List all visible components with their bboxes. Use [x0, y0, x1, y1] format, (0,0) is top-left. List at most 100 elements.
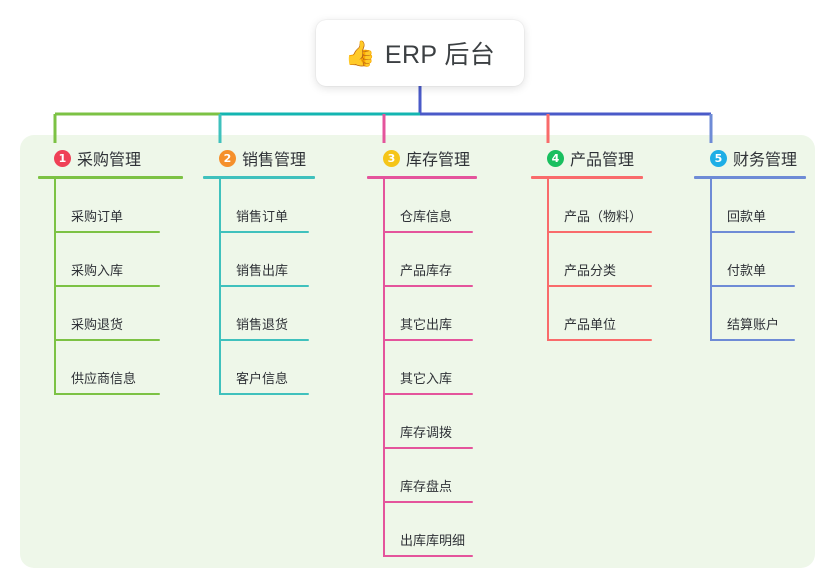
- leaf-node-rule: [219, 231, 309, 233]
- leaf-node[interactable]: 产品（物料）: [531, 179, 652, 233]
- leaf-node-label: 产品单位: [564, 317, 617, 332]
- branch-spine: [383, 179, 385, 557]
- branch-column-1: 1 采购管理采购订单采购入库采购退货供应商信息: [38, 146, 183, 395]
- branch-items: 产品（物料） 产品分类产品单位: [531, 179, 652, 341]
- branch-spine: [710, 179, 712, 341]
- leaf-node[interactable]: 其它入库: [367, 341, 477, 395]
- branch-index-badge: 4: [547, 149, 564, 167]
- leaf-node-rule: [219, 285, 309, 287]
- branch-spine: [54, 179, 56, 395]
- branch-header-4[interactable]: 4 产品管理: [531, 146, 643, 170]
- leaf-node-label: 其它入库: [400, 371, 453, 386]
- leaf-node-rule: [710, 339, 795, 341]
- branch-title: 销售管理: [242, 152, 307, 169]
- branch-column-2: 2 销售管理销售订单销售出库销售退货客户信息: [203, 146, 315, 395]
- branch-header-5[interactable]: 5 财务管理: [694, 146, 806, 170]
- leaf-node-label: 采购入库: [71, 263, 124, 278]
- branch-index-badge: 2: [219, 149, 236, 167]
- leaf-node-label: 出库库明细: [400, 533, 466, 548]
- leaf-node[interactable]: 库存调拨: [367, 395, 477, 449]
- root-node-title: ERP 后台: [384, 41, 496, 69]
- branch-items: 回款单付款单结算账户: [694, 179, 806, 341]
- leaf-node-rule: [383, 339, 473, 341]
- branch-items: 仓库信息产品库存其它出库其它入库库存调拨库存盘点出库库明细: [367, 179, 477, 557]
- branch-header-rule: [694, 176, 806, 179]
- branch-index-badge: 1: [54, 149, 71, 167]
- branch-header-2[interactable]: 2 销售管理: [203, 146, 315, 170]
- leaf-node-label: 采购订单: [71, 209, 124, 224]
- branch-items: 销售订单销售出库销售退货客户信息: [203, 179, 315, 395]
- leaf-node-rule: [710, 231, 795, 233]
- leaf-node-rule: [547, 339, 652, 341]
- leaf-node-rule: [710, 285, 795, 287]
- thumbs-up-icon: 👍: [344, 38, 376, 68]
- leaf-node[interactable]: 产品库存: [367, 233, 477, 287]
- branch-items: 采购订单采购入库采购退货供应商信息: [38, 179, 183, 395]
- leaf-node-label: 产品（物料）: [564, 209, 643, 224]
- leaf-node[interactable]: 采购订单: [38, 179, 183, 233]
- leaf-node[interactable]: 出库库明细: [367, 503, 477, 557]
- leaf-node-label: 销售出库: [236, 263, 289, 278]
- root-node[interactable]: 👍 ERP 后台: [316, 20, 524, 86]
- leaf-node-label: 销售退货: [236, 317, 289, 332]
- leaf-node[interactable]: 产品单位: [531, 287, 652, 341]
- branch-index-badge: 3: [383, 149, 400, 167]
- leaf-node-rule: [54, 231, 160, 233]
- leaf-node-label: 产品库存: [400, 263, 453, 278]
- branch-title: 采购管理: [77, 152, 142, 169]
- leaf-node[interactable]: 采购入库: [38, 233, 183, 287]
- leaf-node-rule: [547, 231, 652, 233]
- branch-title: 财务管理: [733, 152, 798, 169]
- leaf-node[interactable]: 回款单: [694, 179, 806, 233]
- leaf-node-rule: [219, 339, 309, 341]
- leaf-node[interactable]: 结算账户: [694, 287, 806, 341]
- leaf-node[interactable]: 销售订单: [203, 179, 315, 233]
- leaf-node-label: 采购退货: [71, 317, 124, 332]
- leaf-node[interactable]: 供应商信息: [38, 341, 183, 395]
- branch-column-3: 3 库存管理仓库信息产品库存其它出库其它入库库存调拨库存盘点出库库明细: [367, 146, 477, 557]
- branch-header-rule: [367, 176, 477, 179]
- leaf-node-rule: [54, 393, 160, 395]
- branch-column-4: 4 产品管理产品（物料） 产品分类产品单位: [531, 146, 652, 341]
- branch-title: 库存管理: [406, 152, 471, 169]
- leaf-node-label: 供应商信息: [71, 371, 137, 386]
- leaf-node-rule: [383, 393, 473, 395]
- branch-index-badge: 5: [710, 149, 727, 167]
- leaf-node-rule: [219, 393, 309, 395]
- leaf-node-rule: [383, 285, 473, 287]
- leaf-node-label: 结算账户: [727, 317, 780, 332]
- branch-header-rule: [531, 176, 643, 179]
- leaf-node-label: 产品分类: [564, 263, 617, 278]
- leaf-node-label: 客户信息: [236, 371, 289, 386]
- leaf-node[interactable]: 销售出库: [203, 233, 315, 287]
- leaf-node-label: 仓库信息: [400, 209, 453, 224]
- leaf-node-rule: [383, 447, 473, 449]
- branch-header-rule: [38, 176, 183, 179]
- leaf-node[interactable]: 仓库信息: [367, 179, 477, 233]
- leaf-node[interactable]: 其它出库: [367, 287, 477, 341]
- leaf-node-label: 库存盘点: [400, 479, 453, 494]
- leaf-node[interactable]: 客户信息: [203, 341, 315, 395]
- leaf-node-label: 其它出库: [400, 317, 453, 332]
- leaf-node-label: 库存调拨: [400, 425, 453, 440]
- branch-spine: [219, 179, 221, 395]
- leaf-node-rule: [54, 339, 160, 341]
- leaf-node[interactable]: 付款单: [694, 233, 806, 287]
- branch-spine: [547, 179, 549, 341]
- branch-header-rule: [203, 176, 315, 179]
- leaf-node[interactable]: 库存盘点: [367, 449, 477, 503]
- leaf-node[interactable]: 销售退货: [203, 287, 315, 341]
- branch-column-5: 5 财务管理回款单付款单结算账户: [694, 146, 806, 341]
- leaf-node[interactable]: 产品分类: [531, 233, 652, 287]
- leaf-node[interactable]: 采购退货: [38, 287, 183, 341]
- leaf-node-rule: [383, 501, 473, 503]
- leaf-node-label: 付款单: [727, 263, 767, 278]
- leaf-node-rule: [547, 285, 652, 287]
- leaf-node-rule: [383, 555, 473, 557]
- branch-title: 产品管理: [570, 152, 635, 169]
- leaf-node-label: 回款单: [727, 209, 767, 224]
- branch-header-1[interactable]: 1 采购管理: [38, 146, 183, 170]
- branch-header-3[interactable]: 3 库存管理: [367, 146, 477, 170]
